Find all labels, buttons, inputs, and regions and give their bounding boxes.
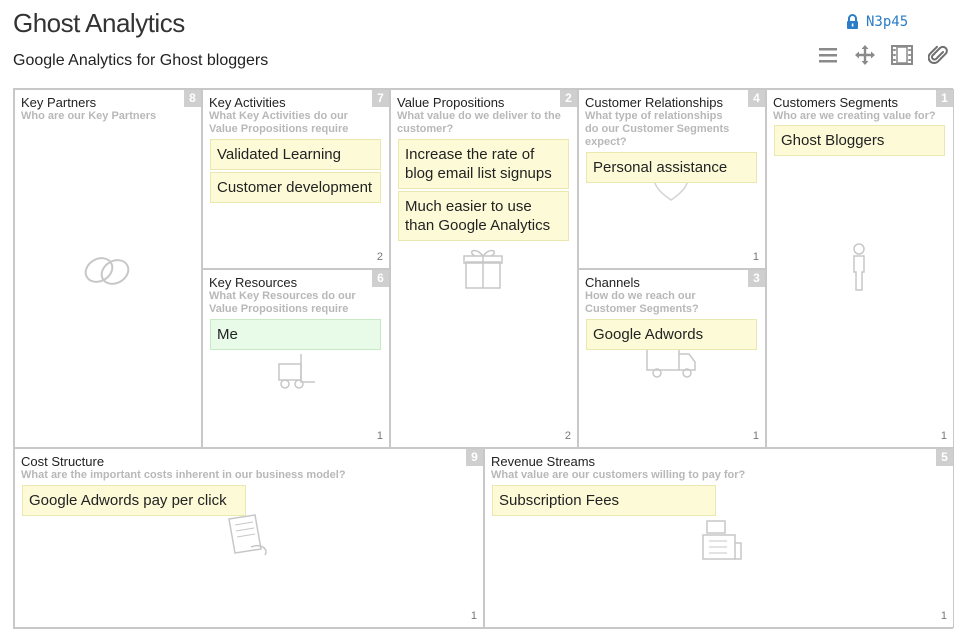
cell-badge: 3 <box>748 270 765 287</box>
cell-question: Who are we creating value for? <box>773 110 936 122</box>
cell-key-partners[interactable]: Key Partners Who are our Key Partners 8 <box>14 89 202 448</box>
cell-value-propositions[interactable]: Value Propositions What value do we deli… <box>390 89 578 448</box>
cell-title: Key Activities <box>209 95 286 110</box>
cash-register-icon <box>702 520 742 560</box>
sticky-note[interactable]: Validated Learning <box>210 139 381 170</box>
chain-link-icon <box>84 257 130 285</box>
cell-question: How do we reach our Customer Segments? <box>585 290 699 315</box>
page-header: Ghost Analytics Google Analytics for Gho… <box>0 0 966 88</box>
cell-title: Channels <box>585 275 640 290</box>
page-title: Ghost Analytics <box>13 8 185 38</box>
sticky-note[interactable]: Increase the rate of blog email list sig… <box>398 139 569 189</box>
cell-channels[interactable]: Channels How do we reach our Customer Se… <box>578 269 766 448</box>
cell-key-resources[interactable]: Key Resources What Key Resources do our … <box>202 269 390 448</box>
cell-badge: 2 <box>560 90 577 107</box>
cell-question: What Key Activities do our Value Proposi… <box>209 110 349 135</box>
person-icon <box>853 243 865 291</box>
cell-title: Key Partners <box>21 95 97 110</box>
sticky-note[interactable]: Customer development <box>210 172 381 203</box>
lock-icon <box>846 14 859 30</box>
note-count: 1 <box>752 251 759 263</box>
cell-question: What Key Resources do our Value Proposit… <box>209 290 356 315</box>
invoice-icon <box>228 514 267 556</box>
forklift-icon <box>278 354 315 389</box>
sticky-note[interactable]: Me <box>210 319 381 350</box>
sticky-note[interactable]: Subscription Fees <box>492 485 716 516</box>
cell-badge: 7 <box>372 90 389 107</box>
cell-badge: 5 <box>936 449 953 466</box>
cell-title: Cost Structure <box>21 454 105 469</box>
cell-title: Key Resources <box>209 275 298 290</box>
note-count: 2 <box>376 251 383 263</box>
canvas-id-text: N3p45 <box>866 14 909 30</box>
cell-revenue-streams[interactable]: Revenue Streams What value are our custo… <box>484 448 954 628</box>
note-count: 1 <box>752 430 759 442</box>
cell-question: What type of relationships do our Custom… <box>585 110 730 148</box>
page-subtitle: Google Analytics for Ghost bloggers <box>13 52 269 69</box>
cell-key-activities[interactable]: Key Activities What Key Activities do ou… <box>202 89 390 269</box>
cell-title: Value Propositions <box>397 95 505 110</box>
move-icon[interactable] <box>852 44 878 66</box>
cell-question: What value do we deliver to the customer… <box>397 110 561 135</box>
cell-title: Revenue Streams <box>491 454 596 469</box>
cell-cost-structure[interactable]: Cost Structure What are the important co… <box>14 448 484 628</box>
note-count: 1 <box>940 610 947 622</box>
sticky-note[interactable]: Google Adwords pay per click <box>22 485 246 516</box>
sticky-note[interactable]: Google Adwords <box>586 319 757 350</box>
note-count: 2 <box>564 430 571 442</box>
film-icon[interactable] <box>889 44 915 66</box>
cell-question: What value are our customers willing to … <box>491 469 746 481</box>
canvas-id-link[interactable]: N3p45 <box>846 14 908 30</box>
sticky-note[interactable]: Personal assistance <box>586 152 757 183</box>
cell-question: Who are our Key Partners <box>21 110 157 122</box>
cell-customer-relationships[interactable]: Customer Relationships What type of rela… <box>578 89 766 269</box>
cell-title: Customers Segments <box>773 95 898 110</box>
cell-badge: 6 <box>372 270 389 287</box>
note-count: 1 <box>940 430 947 442</box>
cell-badge: 4 <box>748 90 765 107</box>
note-count: 1 <box>470 610 477 622</box>
business-model-canvas: Key Partners Who are our Key Partners 8 … <box>13 88 954 629</box>
sticky-note[interactable]: Ghost Bloggers <box>774 125 945 156</box>
cell-customer-segments[interactable]: Customers Segments Who are we creating v… <box>766 89 954 448</box>
note-count: 1 <box>376 430 383 442</box>
cell-question: What are the important costs inherent in… <box>21 469 346 481</box>
sticky-note[interactable]: Much easier to use than Google Analytics <box>398 191 569 241</box>
gift-icon <box>463 249 503 289</box>
cell-badge: 9 <box>466 449 483 466</box>
menu-icon[interactable] <box>815 44 841 66</box>
paperclip-icon[interactable] <box>926 44 952 66</box>
cell-badge: 8 <box>184 90 201 107</box>
cell-title: Customer Relationships <box>585 95 724 110</box>
toolbar <box>815 44 952 66</box>
cell-badge: 1 <box>936 90 953 107</box>
